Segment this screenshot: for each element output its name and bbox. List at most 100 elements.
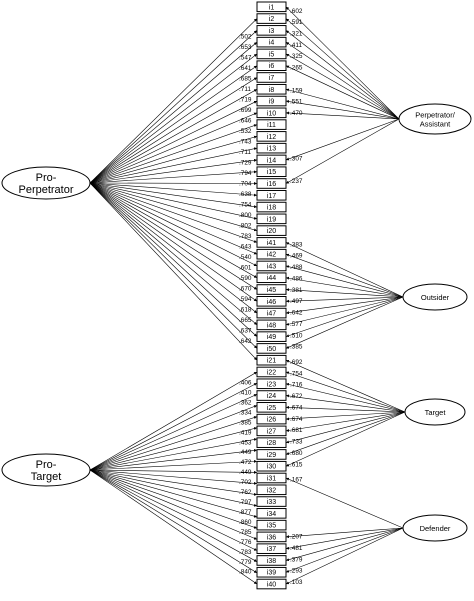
item-box-i42: i42 bbox=[256, 248, 287, 260]
item-label: i34 bbox=[267, 511, 276, 518]
path-perpetrator-assistant-i4 bbox=[285, 41, 400, 120]
item-label: i22 bbox=[267, 369, 276, 376]
item-label: i32 bbox=[267, 487, 276, 494]
item-label: i46 bbox=[267, 299, 276, 306]
item-box-i1: i1 bbox=[256, 1, 287, 13]
loading-label: .601 bbox=[239, 265, 252, 272]
path-pro-perpetrator-i3 bbox=[89, 30, 258, 184]
item-label: i11 bbox=[267, 122, 276, 129]
path-target-i21 bbox=[285, 359, 406, 413]
path-perpetrator-assistant-i2 bbox=[285, 18, 400, 120]
item-box-i8: i8 bbox=[256, 83, 287, 95]
factors-layer: Pro-PerpetratorPro-TargetPerpetrator/Ass… bbox=[1, 103, 472, 542]
loading-label: .776 bbox=[239, 539, 252, 546]
path-target-i30 bbox=[285, 411, 406, 467]
item-label: i10 bbox=[267, 110, 276, 117]
item-box-i38: i38 bbox=[256, 555, 287, 566]
item-label: i30 bbox=[267, 464, 276, 471]
loading-label: .672 bbox=[290, 393, 303, 400]
item-box-i17: i17 bbox=[256, 189, 287, 201]
item-box-i44: i44 bbox=[256, 272, 287, 284]
loading-label: .469 bbox=[290, 253, 303, 260]
loading-label: .716 bbox=[290, 382, 303, 389]
loading-label: .321 bbox=[290, 30, 303, 37]
item-box-i26: i26 bbox=[256, 413, 287, 425]
factor-ellipse bbox=[398, 103, 472, 135]
item-label: i8 bbox=[269, 87, 275, 94]
item-box-i2: i2 bbox=[256, 13, 287, 24]
loading-label: .379 bbox=[290, 556, 303, 563]
factor-ellipse bbox=[404, 398, 466, 426]
path-pro-target-i35 bbox=[89, 469, 258, 518]
item-box-i32: i32 bbox=[256, 484, 287, 496]
loading-label: .681 bbox=[290, 427, 303, 434]
loading-label: .237 bbox=[290, 178, 303, 185]
factor-defender: Defender bbox=[402, 514, 468, 542]
loading-label: .646 bbox=[239, 117, 252, 124]
loading-label: .802 bbox=[239, 222, 252, 229]
item-box-i19: i19 bbox=[256, 213, 287, 225]
loading-label: .642 bbox=[239, 338, 252, 345]
path-pro-perpetrator-i8 bbox=[89, 88, 258, 184]
loading-label: .325 bbox=[290, 53, 303, 60]
loading-label: .641 bbox=[239, 65, 252, 72]
loading-label: .449 bbox=[239, 469, 252, 476]
path-outsider-i46 bbox=[285, 296, 404, 303]
factor-label-line: Assistant bbox=[420, 120, 451, 129]
item-box-i7: i7 bbox=[256, 72, 287, 83]
loading-label: .840 bbox=[239, 569, 252, 576]
item-label: i49 bbox=[267, 334, 276, 341]
loading-label: .532 bbox=[239, 128, 252, 135]
loading-label: .692 bbox=[290, 359, 303, 366]
item-box-i27: i27 bbox=[256, 425, 287, 437]
path-target-i23 bbox=[285, 382, 406, 413]
path-pro-perpetrator-i18 bbox=[89, 182, 258, 209]
loading-label: .410 bbox=[239, 390, 252, 397]
loading-label: .419 bbox=[239, 429, 252, 436]
path-pro-perpetrator-i48 bbox=[89, 182, 258, 326]
item-box-i22: i22 bbox=[256, 366, 287, 378]
path-perpetrator-assistant-i16 bbox=[285, 118, 400, 184]
item-box-i29: i29 bbox=[256, 449, 287, 460]
item-box-i39: i39 bbox=[256, 566, 287, 578]
item-box-i37: i37 bbox=[256, 543, 287, 554]
loading-label: .618 bbox=[239, 307, 252, 314]
loading-label: .481 bbox=[290, 545, 303, 552]
path-perpetrator-assistant-i5 bbox=[285, 53, 400, 120]
loading-label: .797 bbox=[239, 499, 252, 506]
item-box-i20: i20 bbox=[256, 225, 287, 236]
path-pro-perpetrator-i2 bbox=[89, 18, 258, 184]
path-pro-perpetrator-i12 bbox=[89, 135, 258, 184]
item-box-i6: i6 bbox=[256, 60, 287, 72]
factor-label-line: Target bbox=[425, 408, 447, 417]
item-label: i18 bbox=[267, 205, 276, 212]
factor-perpetrator-assistant: Perpetrator/Assistant bbox=[398, 103, 472, 135]
factor-ellipse bbox=[402, 514, 468, 542]
loading-label: .406 bbox=[239, 380, 252, 387]
item-label: i44 bbox=[267, 275, 276, 282]
factor-ellipse bbox=[402, 283, 468, 311]
path-pro-target-i37 bbox=[89, 469, 258, 540]
item-box-i10: i10 bbox=[256, 107, 287, 119]
path-pro-target-i38 bbox=[89, 469, 258, 551]
loading-label: .103 bbox=[290, 579, 303, 586]
item-label: i31 bbox=[267, 476, 276, 483]
loading-label: .547 bbox=[239, 54, 252, 61]
item-box-i50: i50 bbox=[256, 343, 287, 354]
loading-label: .785 bbox=[239, 529, 252, 536]
item-label: i12 bbox=[267, 134, 276, 141]
factor-outsider: Outsider bbox=[402, 283, 468, 311]
loading-label: .704 bbox=[239, 180, 252, 187]
item-box-i33: i33 bbox=[256, 496, 287, 507]
loading-label: .719 bbox=[239, 96, 252, 103]
path-pro-perpetrator-i43 bbox=[89, 182, 258, 267]
loading-label: .594 bbox=[239, 296, 252, 303]
loading-label: .642 bbox=[290, 310, 303, 317]
item-label: i19 bbox=[267, 216, 276, 223]
path-outsider-i47 bbox=[285, 296, 404, 315]
paths-layer bbox=[89, 6, 406, 585]
loading-label: .783 bbox=[239, 549, 252, 556]
item-label: i13 bbox=[267, 146, 276, 153]
path-perpetrator-assistant-i10 bbox=[285, 111, 400, 120]
